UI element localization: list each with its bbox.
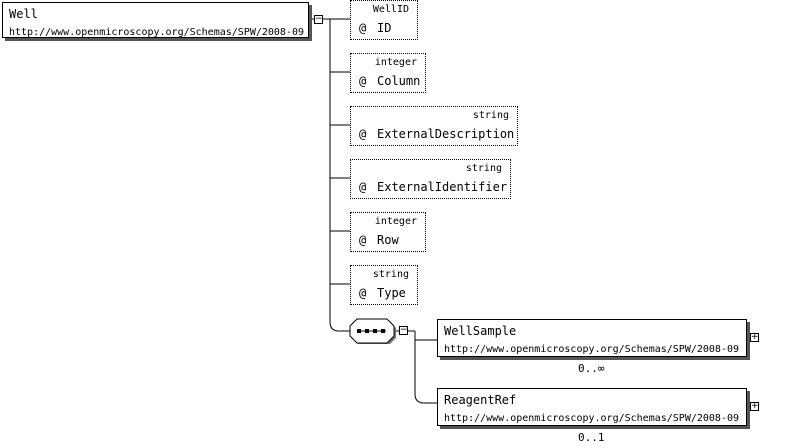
attribute-id[interactable]: WellID @ ID: [350, 0, 418, 40]
attribute-at-icon: @: [359, 74, 367, 88]
attribute-type: WellID: [372, 4, 409, 15]
attribute-name: ExternalDescription: [377, 127, 515, 141]
attribute-at-icon: @: [359, 127, 367, 141]
attribute-type: string: [472, 110, 509, 121]
child-element-name: ReagentRef: [444, 393, 517, 407]
attribute-at-icon: @: [359, 21, 367, 35]
child-element-name: WellSample: [444, 324, 517, 338]
attribute-type: string: [465, 163, 502, 174]
attribute-type: integer: [374, 57, 417, 68]
attribute-external-description[interactable]: string @ ExternalDescription: [350, 106, 518, 146]
attribute-row[interactable]: integer @ Row: [350, 212, 426, 252]
child-element-wellsample[interactable]: WellSample http://www.openmicroscopy.org…: [437, 319, 747, 357]
root-collapse-toggle[interactable]: −: [314, 14, 323, 24]
attribute-type: integer: [374, 216, 417, 227]
attribute-at-icon: @: [359, 233, 367, 247]
root-element-namespace: http://www.openmicroscopy.org/Schemas/SP…: [9, 27, 305, 38]
sequence-compositor-icon[interactable]: [348, 318, 396, 344]
child-element-namespace: http://www.openmicroscopy.org/Schemas/SP…: [444, 344, 740, 355]
root-element-name: Well: [9, 7, 38, 21]
wellsample-expand-toggle[interactable]: +: [750, 332, 759, 342]
child-element-reagentref[interactable]: ReagentRef http://www.openmicroscopy.org…: [437, 388, 747, 426]
attribute-name: ExternalIdentifier: [377, 180, 508, 194]
attribute-name: Row: [377, 233, 399, 247]
reagentref-occurrence: 0..1: [578, 431, 605, 444]
reagentref-expand-toggle[interactable]: +: [750, 401, 759, 411]
attribute-type[interactable]: string @ Type: [350, 265, 418, 305]
attribute-name: Type: [377, 286, 406, 300]
attribute-at-icon: @: [359, 180, 367, 194]
child-element-namespace: http://www.openmicroscopy.org/Schemas/SP…: [444, 413, 740, 424]
root-element-well[interactable]: Well http://www.openmicroscopy.org/Schem…: [2, 2, 309, 38]
attribute-name: ID: [377, 21, 392, 35]
attribute-at-icon: @: [359, 286, 367, 300]
sequence-collapse-toggle[interactable]: −: [399, 325, 408, 335]
attribute-type: string: [372, 269, 409, 280]
attribute-external-identifier[interactable]: string @ ExternalIdentifier: [350, 159, 511, 199]
wellsample-occurrence: 0..∞: [578, 362, 605, 375]
attribute-name: Column: [377, 74, 421, 88]
attribute-column[interactable]: integer @ Column: [350, 53, 426, 93]
